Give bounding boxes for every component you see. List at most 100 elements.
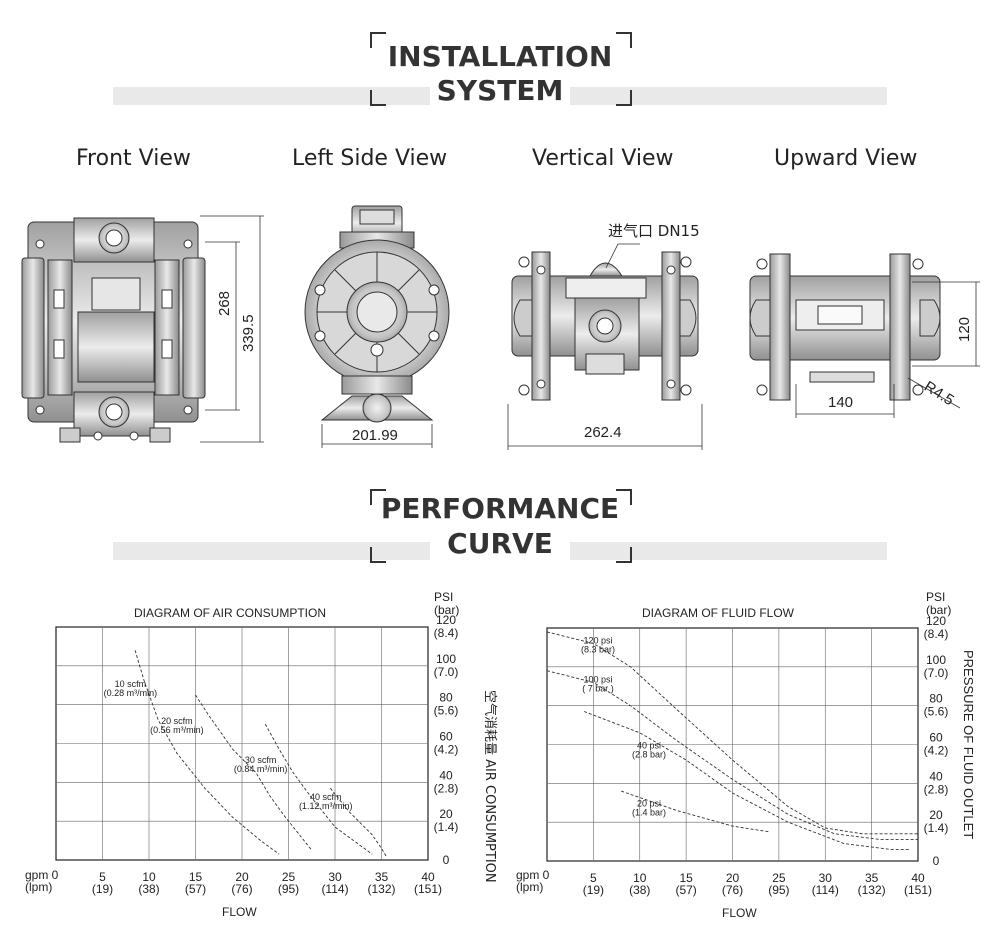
fluid-y-tick-sub: (5.6)	[924, 705, 949, 719]
fluid-series-label: 20 psi	[637, 799, 661, 809]
fluid-side-label: PRESSURE OF FLUID OUTLET	[961, 650, 976, 840]
fluid-series-label: 100 psi	[583, 674, 612, 684]
fluid-series-label-sub: ( 7 bar )	[582, 683, 614, 693]
air-y-unit: PSI (bar)	[434, 591, 459, 617]
air-y-tick-label: 120	[436, 613, 456, 627]
air-y-tick-sub: (5.6)	[434, 704, 459, 718]
bracket-corner	[370, 32, 386, 48]
fluid-y-tick-sub: (2.8)	[924, 782, 949, 796]
bracket-corner	[616, 547, 632, 563]
vertical-view-dimensions	[507, 243, 703, 450]
fluid-x-tick-sub: (151)	[904, 883, 932, 897]
upward-view-drawing	[749, 253, 941, 401]
air-x-unit-main: gpm 0	[25, 868, 59, 882]
fluid-series-line	[546, 631, 918, 835]
fluid-series-line	[621, 790, 770, 833]
fluid-x-tick-label: 35	[865, 871, 879, 885]
air-x-tick-label: 25	[282, 870, 296, 884]
air-inlet-label: 进气口 DN15	[608, 222, 700, 240]
fluid-y-tick-label: 60	[929, 731, 943, 745]
air-x-tick-label: 30	[328, 870, 342, 884]
air-x-tick-sub: (114)	[321, 882, 348, 896]
bracket-corner	[370, 489, 386, 505]
fluid-series-label: 120 psi	[583, 636, 612, 646]
air-x-tick-sub: (95)	[278, 882, 299, 896]
air-series-line	[134, 650, 280, 855]
fluid-x-tick-label: 25	[772, 871, 786, 885]
air-series-label: 20 scfm	[161, 716, 193, 726]
fluid-x-label: FLOW	[722, 906, 757, 920]
air-series-line	[195, 694, 313, 851]
left-side-view-label: Left Side View	[292, 146, 448, 171]
fluid-y-unit-sub: (bar)	[926, 603, 952, 617]
air-y-tick-sub: (2.8)	[434, 781, 459, 795]
bracket-corner	[370, 547, 386, 563]
dim-upward-width: 140	[828, 394, 854, 411]
air-series-line	[330, 787, 387, 857]
fluid-y-tick-sub: (1.4)	[924, 821, 949, 835]
fluid-x-tick-label: 30	[819, 871, 833, 885]
air-x-tick-sub: (19)	[92, 882, 113, 896]
fluid-y-unit-main: PSI	[926, 590, 946, 604]
air-x-tick-sub: (38)	[138, 882, 159, 896]
air-x-tick-sub: (132)	[367, 882, 395, 896]
fluid-series-label-sub: (2.8 bar)	[632, 749, 666, 759]
air-y-unit-sub: (bar)	[434, 603, 460, 617]
fluid-y-unit: PSI (bar)	[926, 591, 951, 617]
fluid-y-tick-label: 100	[926, 653, 946, 667]
air-series-label: 30 scfm	[245, 755, 277, 765]
fluid-x-unit-main: gpm 0	[516, 868, 550, 882]
air-x-tick-sub: (151)	[414, 882, 442, 896]
fluid-x-tick-label: 5	[590, 871, 597, 885]
air-series-label-sub: (1.12 m³/min)	[299, 801, 353, 811]
left-side-view-dimensions	[321, 424, 433, 448]
air-chart-title: DIAGRAM OF AIR CONSUMPTION	[134, 606, 327, 620]
fluid-x-tick-label: 10	[633, 871, 647, 885]
fluid-y-tick-sub: (8.4)	[924, 627, 949, 641]
section-title-line2: SYSTEM	[430, 74, 570, 108]
air-x-label: FLOW	[222, 905, 257, 919]
fluid-x-tick-sub: (76)	[722, 883, 743, 897]
fluid-chart-title: DIAGRAM OF FLUID FLOW	[642, 606, 795, 620]
section-title-line1: INSTALLATION	[387, 40, 613, 73]
dim-vertical-width: 262.4	[584, 424, 622, 441]
upward-view-dimensions	[795, 281, 980, 418]
fluid-series-label: 40 psi	[637, 740, 661, 750]
left-side-view-drawing	[304, 205, 450, 423]
dim-front-outer: 339.5	[240, 314, 257, 352]
fluid-flow-chart: 5(19)10(38)15(57)20(76)25(95)30(114)35(1…	[546, 614, 949, 897]
front-view-drawing	[21, 217, 206, 443]
fluid-x-tick-sub: (38)	[629, 883, 650, 897]
fluid-x-tick-sub: (95)	[768, 883, 789, 897]
fluid-series-line	[583, 711, 909, 850]
bracket-corner	[616, 32, 632, 48]
fluid-x-unit: gpm 0 (lpm)	[516, 869, 549, 893]
fluid-y-tick-label: 20	[929, 808, 943, 822]
air-side-label: 空气消耗量 AIR CONSUMPTION	[482, 690, 497, 883]
air-x-tick-label: 15	[189, 870, 203, 884]
technical-drawings	[21, 205, 980, 450]
air-series-label-sub: (0.56 m³/min)	[150, 725, 204, 735]
air-x-unit: gpm 0 (lpm)	[25, 869, 58, 893]
dim-front-inner: 268	[216, 290, 233, 316]
fluid-x-unit-sub: (lpm)	[516, 880, 544, 894]
air-series-label: 10 scfm	[115, 679, 147, 689]
fluid-series-label-sub: (1.4 bar)	[632, 808, 666, 818]
fluid-series-label-sub: (8.3 bar)	[581, 645, 615, 655]
fluid-x-tick-sub: (114)	[812, 883, 839, 897]
air-x-tick-label: 20	[235, 870, 249, 884]
front-view-label: Front View	[76, 146, 191, 171]
fluid-x-tick-sub: (57)	[675, 883, 696, 897]
section-title-line2: CURVE	[430, 527, 570, 561]
air-y-tick-label: 40	[439, 768, 453, 782]
air-series-line	[264, 723, 373, 855]
air-y-tick-sub: (7.0)	[434, 665, 459, 679]
air-consumption-chart: 5(19)10(38)15(57)20(76)25(95)30(114)35(1…	[55, 613, 459, 896]
fluid-x-tick-sub: (132)	[858, 883, 886, 897]
fluid-x-tick-label: 15	[679, 871, 693, 885]
air-y-tick-label: 0	[443, 853, 450, 867]
air-y-unit-main: PSI	[434, 590, 454, 604]
dim-upward-height: 120	[956, 316, 973, 342]
air-x-tick-sub: (76)	[231, 882, 252, 896]
fluid-x-tick-sub: (19)	[583, 883, 604, 897]
